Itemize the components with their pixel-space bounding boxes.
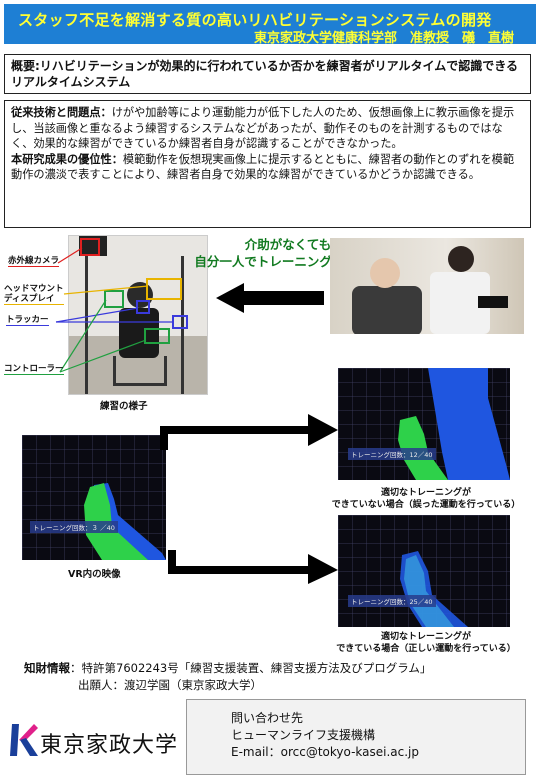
patient-head [370, 258, 400, 288]
summary-text: 概要:リハビリテーションが効果的に行われているか否かを練習者がリアルタイムで認識… [11, 59, 519, 89]
correct-caption: 適切なトレーニングが できている場合（正しい運動を行っている） [306, 631, 540, 655]
training-counter: トレーニング回数：25／40 [348, 595, 436, 607]
controller-marker [104, 290, 124, 308]
leader-lines [55, 247, 174, 373]
assistance-photo [330, 238, 524, 334]
contact-title: 問い合わせ先 [231, 711, 304, 725]
contact-org: ヒューマンライフ支援機構 [231, 728, 376, 742]
training-counter: トレーニング回数：３ ／40 [30, 521, 118, 533]
contact-box: 問い合わせ先 ヒューマンライフ支援機構 E-mail：orcc@tokyo-ka… [186, 699, 526, 775]
branch-arrows [160, 414, 338, 584]
university-logo-text: 東京家政大学 [40, 733, 179, 758]
label-hmd: ヘッドマウント ディスプレイ [4, 284, 64, 305]
prior-art-heading: 従来技術と問題点： [11, 106, 112, 119]
author-line: 東京家政大学健康科学部 准教授 礒 直樹 [253, 31, 514, 46]
incorrect-caption-line-2: できていない場合（誤った運動を行っている） [331, 500, 521, 510]
incorrect-caption-line-1: 適切なトレーニングが [380, 488, 471, 498]
description-box: 従来技術と問題点：けがや加齢等により運動能力が低下した人のため、仮想画像上に教示… [4, 100, 531, 228]
ip-heading: 知財情報 [24, 661, 70, 675]
chair [113, 356, 167, 386]
contact-email[interactable]: E-mail：orcc@tokyo-kasei.ac.jp [231, 745, 419, 759]
label-controller: コントローラー [4, 364, 64, 375]
slogan-line-1: 介助がなくても [244, 237, 332, 252]
tokyo-kasei-logo-icon [10, 724, 38, 756]
vr-arm-graphic [398, 368, 510, 480]
vr-view-main: トレーニング回数：３ ／40 [22, 435, 166, 560]
ir-camera-marker [80, 238, 100, 256]
incorrect-caption: 適切なトレーニングが できていない場合（誤った運動を行っている） [306, 487, 540, 511]
tripod [181, 256, 184, 394]
patient-body [352, 286, 422, 334]
ir-camera-device [79, 236, 107, 256]
label-ir-camera: 赤外線カメラ [8, 256, 60, 267]
trainee-body [119, 308, 159, 358]
vr-view-correct: トレーニング回数：25／40 [338, 515, 510, 627]
header-banner: スタッフ不足を解消する質の高いリハビリテーションシステムの開発 東京家政大学健康… [4, 4, 536, 46]
training-counter: トレーニング回数：12／40 [348, 448, 436, 460]
practice-caption: 練習の様子 [100, 401, 148, 412]
applicant-text: 出願人：渡辺学園（東京家政大学） [78, 678, 262, 692]
therapist-glove [478, 296, 508, 308]
advantage-text: 模範動作を仮想現実画像上に提示するとともに、練習者の動作とのずれを模範動作の濃淡… [11, 152, 515, 182]
advantage-heading: 本研究成果の優位性： [11, 152, 123, 166]
ip-info: 知財情報：特許第7602243号「練習支援装置、練習支援方法及びプログラム」 出… [24, 660, 431, 694]
correct-caption-line-2: できている場合（正しい運動を行っている） [336, 644, 516, 654]
left-arrow-icon [216, 283, 324, 313]
hmd-marker [146, 278, 182, 300]
therapist-head [448, 246, 474, 272]
vr-caption: VR内の映像 [68, 569, 121, 580]
prior-art-text: けがや加齢等により運動能力が低下した人のため、仮想画像上に教示画像を提示し、当該… [11, 106, 515, 150]
controller-marker [144, 328, 170, 344]
tripod [85, 256, 88, 394]
summary-box: 概要:リハビリテーションが効果的に行われているか否かを練習者がリアルタイムで認識… [4, 54, 531, 94]
vr-view-incorrect: トレーニング回数：12／40 [338, 368, 510, 480]
correct-caption-line-1: 適切なトレーニングが [380, 632, 471, 642]
page-title: スタッフ不足を解消する質の高いリハビリテーションシステムの開発 [18, 11, 492, 29]
patent-text: ：特許第7602243号「練習支援装置、練習支援方法及びプログラム」 [70, 661, 432, 675]
label-tracker: トラッカー [6, 315, 49, 326]
vr-arm-graphic [84, 483, 166, 560]
vr-arm-graphic [400, 551, 468, 627]
tracker-marker [136, 300, 150, 314]
